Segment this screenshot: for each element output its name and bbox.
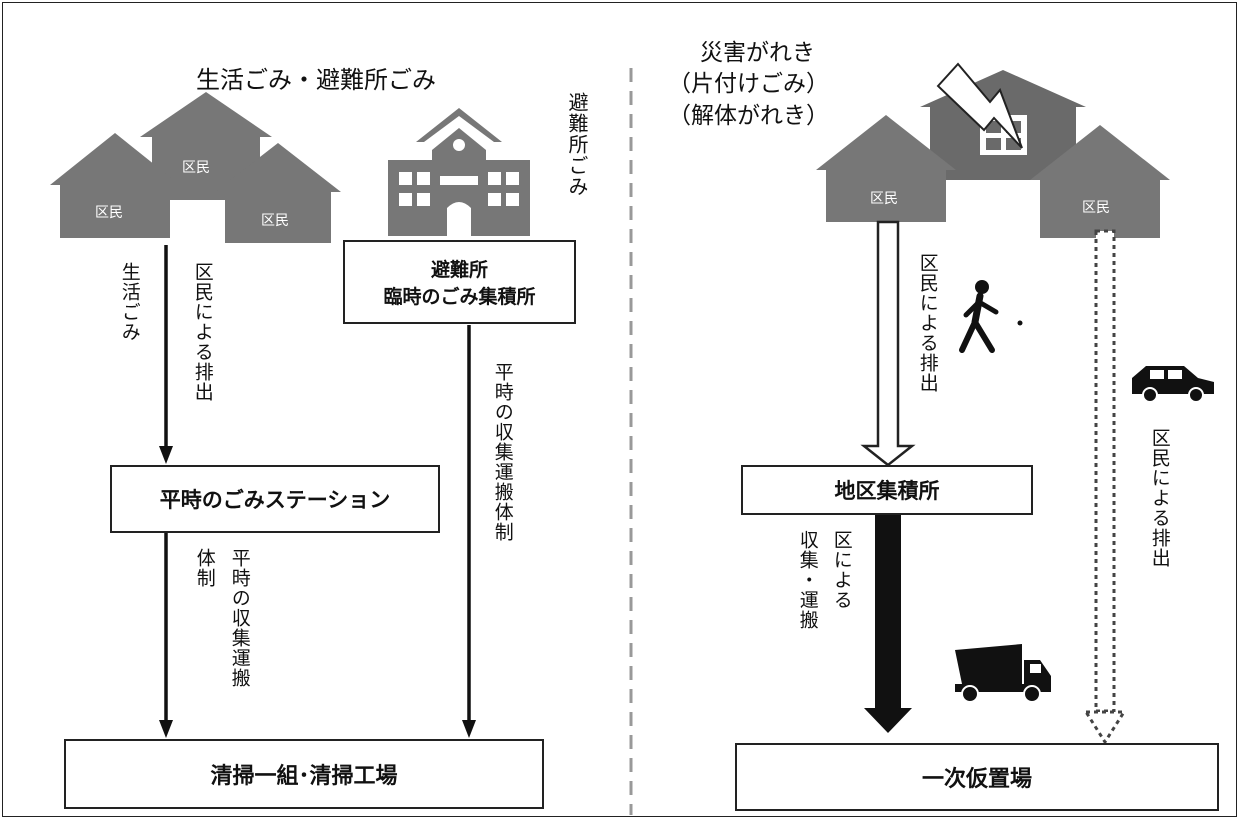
shelter-box-line1: 避難所 — [430, 259, 488, 281]
shelter-waste-label: 避難所ごみ — [565, 92, 589, 197]
district-collection-box: 地区集積所 — [741, 465, 1033, 515]
dump-truck-icon — [955, 644, 1051, 703]
walking-person-icon — [959, 280, 1023, 353]
label-walk-haishutsu: 区民による排出 — [916, 253, 939, 393]
house-icon — [50, 133, 180, 238]
right-heading-line2: （片付けごみ） — [668, 71, 829, 97]
car-icon — [1132, 366, 1214, 403]
temporary-storage-site-box: 一次仮置場 — [735, 743, 1219, 811]
cleaning-plant-box: 清掃一組･清掃工場 — [64, 739, 544, 809]
station-flow-label-col1: 平時の収集運搬 — [228, 548, 251, 688]
school-building-icon — [388, 108, 530, 236]
lightning-icon — [936, 62, 1023, 149]
arrow-shelter-to-plant — [462, 325, 476, 738]
shelter-temp-collection-box: 避難所 臨時のごみ集積所 — [343, 240, 576, 324]
shelter-flow-label: 平時の収集運搬体制 — [491, 362, 514, 542]
house-label: 区民 — [182, 160, 210, 176]
thick-arrow-truck — [864, 515, 912, 733]
arrow-houses-to-station — [159, 245, 173, 464]
label-car-haishutsu: 区民による排出 — [1148, 428, 1171, 568]
house-icon — [816, 115, 956, 222]
house-icon — [140, 92, 272, 200]
hollow-arrow-walk — [860, 220, 916, 467]
arrow-station-to-plant — [159, 533, 173, 738]
house-label: 区民 — [1082, 200, 1110, 216]
house-icon — [215, 143, 341, 243]
left-heading: 生活ごみ・避難所ごみ — [196, 66, 436, 94]
right-heading-line3: （解体がれき） — [668, 103, 829, 129]
house-label: 区民 — [261, 213, 289, 229]
truck-label-col2: 収集・運搬 — [796, 530, 819, 630]
label-kumin-haishutsu: 区民による排出 — [191, 262, 214, 402]
shelter-box-line2: 臨時のごみ集積所 — [383, 286, 536, 308]
house-label: 区民 — [95, 205, 123, 221]
truck-label-col1: 区による — [830, 530, 853, 610]
label-seikatsu-gomi: 生活ごみ — [118, 262, 141, 342]
house-label: 区民 — [870, 191, 898, 207]
right-heading-line1: 災害がれき — [700, 40, 815, 66]
house-icon — [1030, 125, 1170, 238]
gomi-station-box: 平時のごみステーション — [110, 465, 440, 533]
station-flow-label-col2: 体制 — [193, 548, 216, 588]
dotted-arrow-car — [1083, 229, 1127, 745]
